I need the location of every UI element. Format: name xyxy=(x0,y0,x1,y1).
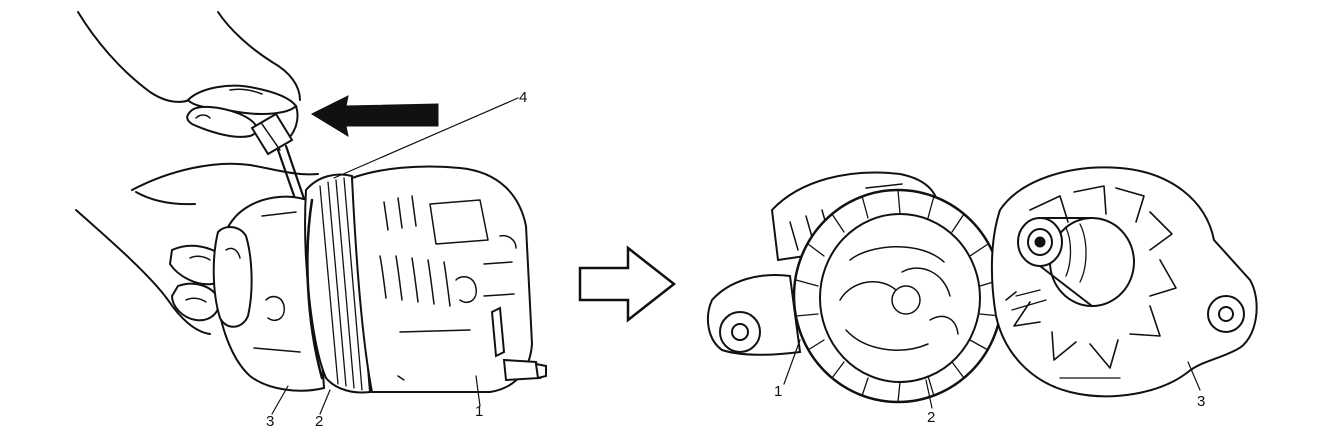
left-front-housing xyxy=(350,165,547,393)
right-front-assembly xyxy=(706,171,1004,404)
left-stator xyxy=(304,173,372,394)
callout-right-stator-2: 2 xyxy=(927,409,936,426)
callout-housing-3: 3 xyxy=(266,413,275,430)
upper-hand xyxy=(77,11,301,143)
rotor-claw-poles xyxy=(1005,185,1177,369)
callout-right-rear-housing-3: 3 xyxy=(1197,393,1206,410)
callout-front-housing-1: 1 xyxy=(475,403,484,420)
callout-tool-4: 4 xyxy=(519,89,528,106)
left-leader-lines xyxy=(271,97,519,415)
right-stator-windings xyxy=(839,246,959,351)
left-scene xyxy=(75,11,547,415)
right-stator-teeth xyxy=(795,189,1001,403)
right-leader-lines xyxy=(783,339,1201,409)
right-scene xyxy=(706,166,1258,409)
callout-stator-2: 2 xyxy=(315,413,324,430)
left-rear-housing xyxy=(212,195,326,392)
push-direction-arrow xyxy=(310,95,439,138)
callout-right-front-housing-1: 1 xyxy=(774,383,783,400)
screwdriver xyxy=(250,112,316,232)
sequence-arrow xyxy=(578,245,677,323)
right-rear-assembly xyxy=(990,166,1258,398)
